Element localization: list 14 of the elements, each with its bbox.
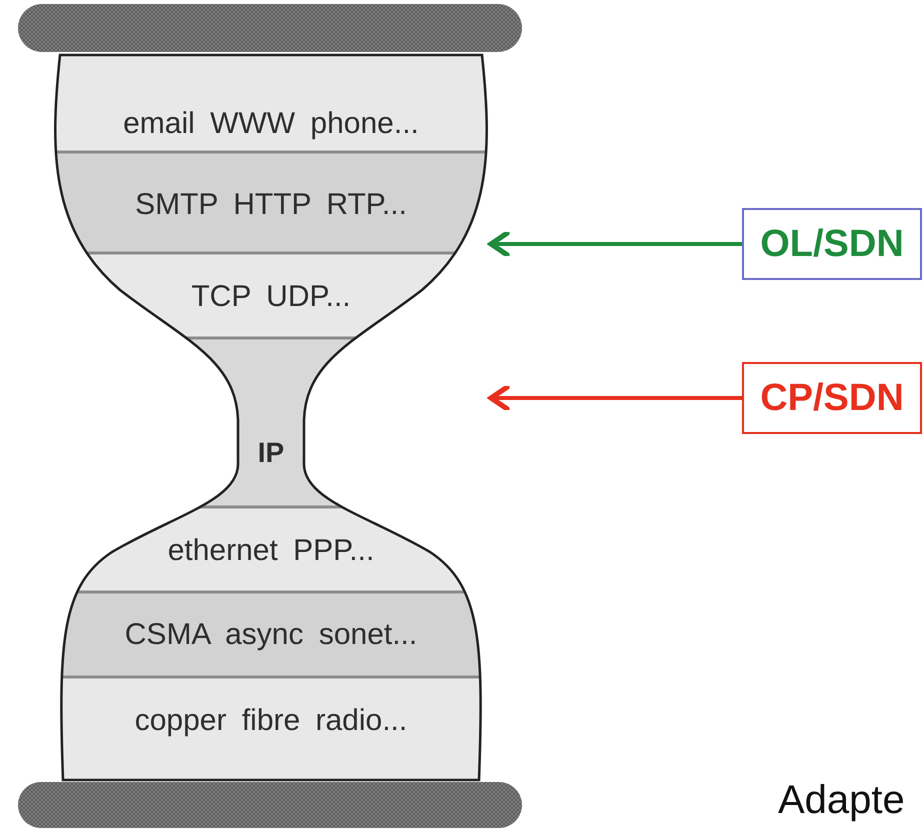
note-text: Adapte xyxy=(778,778,905,823)
layer-label: TCP UDP... xyxy=(191,280,351,314)
layer-label: email WWW phone... xyxy=(123,107,419,141)
box-label: OL/SDN xyxy=(760,222,904,266)
arrow xyxy=(488,384,742,412)
label-box xyxy=(742,362,922,434)
arrow xyxy=(488,230,742,258)
layer-label: IP xyxy=(258,437,284,469)
box-label: CP/SDN xyxy=(760,376,904,420)
layer-label: SMTP HTTP RTP... xyxy=(135,188,407,222)
layer-label: copper fibre radio... xyxy=(134,704,408,738)
label-box xyxy=(742,208,922,280)
layer-label: CSMA async sonet... xyxy=(124,618,418,652)
layer-label: ethernet PPP... xyxy=(168,534,374,568)
